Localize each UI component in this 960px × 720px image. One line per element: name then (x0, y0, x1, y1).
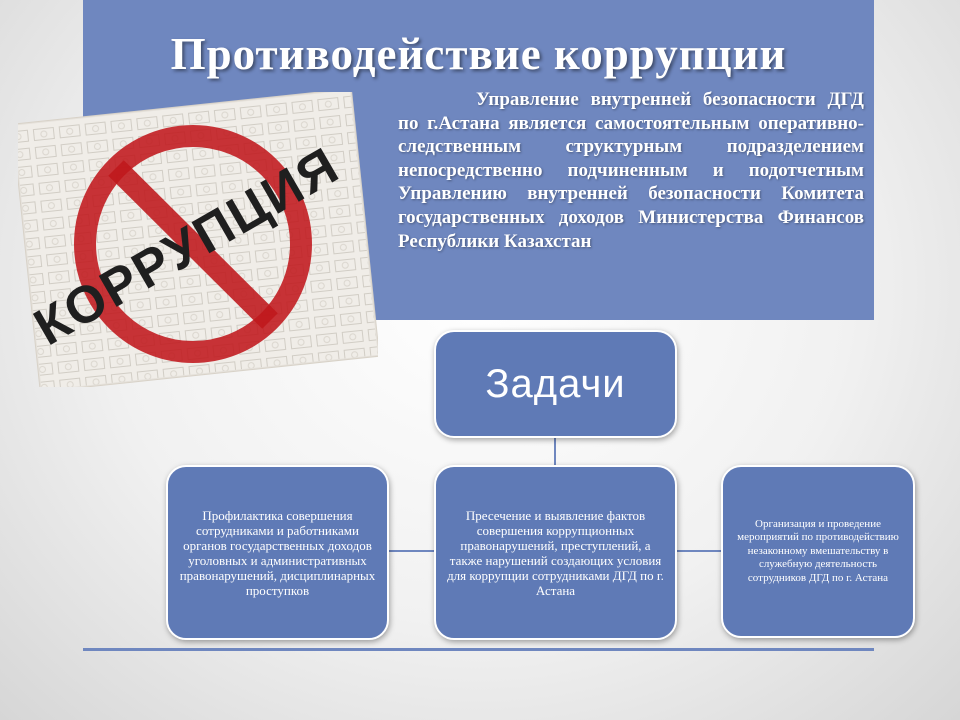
task-prevention-box: Профилактика совершения сотрудниками и р… (166, 465, 389, 640)
page-title: Противодействие коррупции (170, 29, 787, 79)
description-text: Управление внутренней безопасности ДГД п… (398, 89, 864, 252)
no-corruption-sign-icon: КОРРУПЦИЯ (18, 92, 378, 387)
task-suppression-box: Пресечение и выявление фактов совершения… (434, 465, 677, 640)
anti-corruption-image: КОРРУПЦИЯ (18, 92, 378, 387)
tasks-root-box: Задачи (434, 330, 677, 438)
bottom-divider (83, 648, 874, 651)
task-organization-box: Организация и проведение мероприятий по … (721, 465, 915, 638)
